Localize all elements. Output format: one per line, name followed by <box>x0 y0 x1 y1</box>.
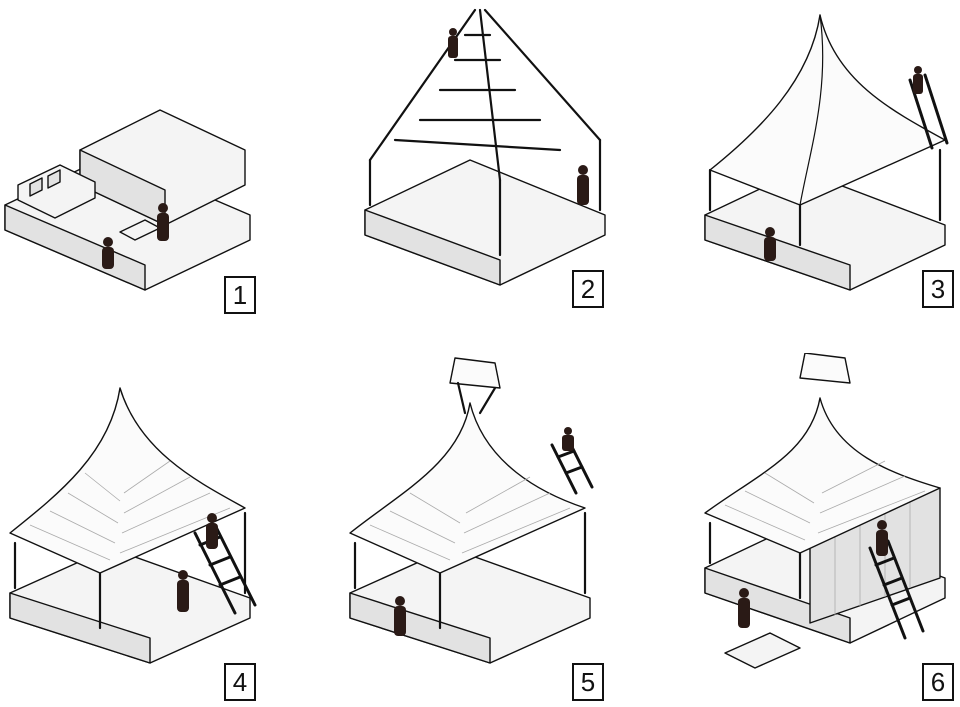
step-panel-4: 4 <box>0 353 320 706</box>
person-figure <box>394 596 406 636</box>
step-panel-3: 3 <box>640 0 960 353</box>
step-number: 4 <box>232 666 248 697</box>
ladder <box>193 523 257 615</box>
person-figure <box>876 520 888 556</box>
people-figures <box>394 427 594 636</box>
step-number-box: 2 <box>572 270 604 308</box>
person-figure <box>177 570 189 612</box>
step-panel-2: 2 <box>320 0 640 353</box>
step-number-box: 3 <box>922 270 954 308</box>
people-figures <box>738 520 925 640</box>
step-panel-5: 5 <box>320 353 640 706</box>
person-figure <box>577 165 589 205</box>
step-number: 2 <box>580 273 596 304</box>
foundation-illustration <box>4 109 251 291</box>
step-number: 1 <box>232 279 248 310</box>
person-figure <box>157 203 169 241</box>
step-number-box: 6 <box>922 663 954 701</box>
step-panel-1: 1 <box>0 0 320 353</box>
person-figure <box>206 513 218 549</box>
person-figure <box>913 66 923 94</box>
person-figure <box>764 227 776 261</box>
people-figures <box>177 513 257 615</box>
person-figure <box>102 237 114 269</box>
roof-membrane-illustration <box>704 14 946 291</box>
step-number: 6 <box>930 666 946 697</box>
person-figure <box>738 588 750 628</box>
step-number-box: 4 <box>224 663 256 701</box>
step-number-box: 5 <box>572 663 604 701</box>
people-figures <box>764 66 949 261</box>
step-panel-6: 6 <box>640 353 960 706</box>
people-figures <box>102 203 169 269</box>
person-figure <box>562 427 574 451</box>
step-number-box: 1 <box>224 276 256 314</box>
ventilation-cap-illustration <box>349 357 591 664</box>
step-number: 5 <box>580 666 596 697</box>
people-figures <box>448 28 589 205</box>
wall-panels-illustration <box>704 353 946 669</box>
person-figure <box>448 28 458 58</box>
step-number: 3 <box>930 273 946 304</box>
tiled-roof-illustration <box>9 387 251 664</box>
roof-frame-illustration <box>364 8 606 286</box>
ladder <box>868 539 925 640</box>
